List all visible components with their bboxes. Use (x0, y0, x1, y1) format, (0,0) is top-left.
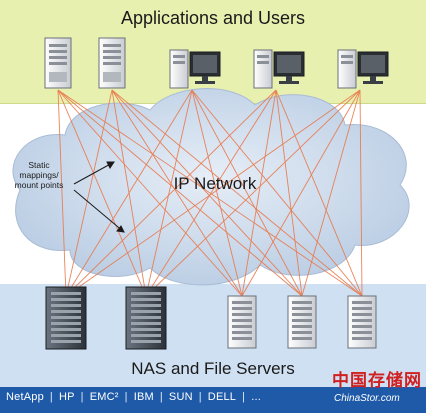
tower-server-icon (98, 37, 126, 89)
arrow-down-head (116, 225, 125, 233)
connection-line (111, 89, 363, 297)
watermark-text: 中国存储网 (332, 371, 422, 391)
vendor-list: NetApp | HP | EMC² | IBM | SUN | DELL |... (6, 391, 261, 403)
connection-line (57, 89, 147, 297)
vendor-separator: | (80, 391, 84, 403)
file-server-icon (287, 295, 317, 349)
watermark-url: ChinaStor.com (334, 393, 400, 404)
connection-line (57, 89, 243, 297)
file-server-icon (227, 295, 257, 349)
connection-line (65, 89, 277, 297)
connection-line (65, 89, 113, 297)
connection-line (359, 89, 363, 297)
vendor-name: DELL (207, 391, 237, 403)
connection-line (145, 89, 277, 297)
arrow-down-line (73, 189, 125, 233)
nas-storage-icon (125, 286, 167, 350)
note-line-1: Static (28, 160, 50, 170)
connection-line (145, 89, 193, 297)
storage-servers (45, 286, 377, 350)
desktop-computer-icon (337, 49, 389, 89)
vendor-name: NetApp (6, 391, 44, 403)
client-machines (44, 37, 389, 89)
static-mappings-note: Static mappings/ mount points (4, 160, 74, 190)
connection-line (275, 89, 363, 297)
connection-line (65, 89, 193, 297)
desktop-computer-icon (169, 49, 221, 89)
connection-line (111, 89, 243, 297)
vendor-separator: | (49, 391, 53, 403)
vendor-name: SUN (168, 391, 193, 403)
vendor-name: EMC² (89, 391, 119, 403)
vendor-name: IBM (133, 391, 154, 403)
connection-line (301, 89, 361, 297)
connection-line (111, 89, 303, 297)
connection-line (275, 89, 303, 297)
vendor-separator: | (124, 391, 128, 403)
connection-line (241, 89, 277, 297)
file-server-icon (347, 295, 377, 349)
arrow-up-line (73, 161, 115, 185)
ip-network-label: IP Network (173, 174, 257, 193)
vendor-separator: | (198, 391, 202, 403)
applications-title: Applications and Users (120, 8, 306, 28)
connection-line (191, 89, 363, 297)
tower-server-icon (44, 37, 72, 89)
nas-storage-icon (45, 286, 87, 350)
connection-line (241, 89, 361, 297)
connection-line (57, 89, 67, 297)
vendor-bar (0, 387, 426, 413)
nas-file-servers-title: NAS and File Servers (131, 359, 295, 378)
vendor-name: ... (251, 391, 261, 403)
vendor-separator: | (242, 391, 246, 403)
note-line-2: mappings/ (19, 170, 59, 180)
vendor-name: HP (58, 391, 75, 403)
desktop-computer-icon (253, 49, 305, 89)
annotation-arrows (73, 161, 125, 233)
note-line-3: mount points (14, 180, 64, 190)
connection-line (191, 89, 303, 297)
connection-line (65, 89, 361, 297)
arrow-up-head (106, 161, 115, 169)
connection-line (145, 89, 361, 297)
connection-lines (57, 89, 363, 297)
connection-line (191, 89, 243, 297)
vendor-separator: | (159, 391, 163, 403)
